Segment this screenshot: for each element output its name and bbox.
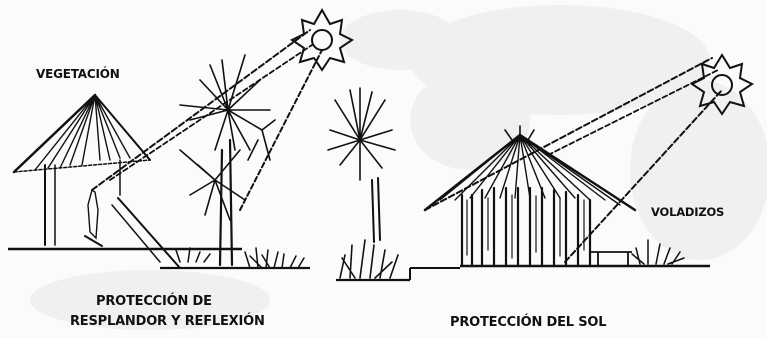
- tree-palm-left: [179, 54, 276, 267]
- label-resplandor-line1: PROTECCIÓN DE: [96, 294, 212, 309]
- sun-protection-hut: [423, 125, 637, 268]
- tree-center: [327, 87, 399, 279]
- sun-rays-left: [91, 29, 323, 269]
- label-vegetacion: VEGETACIÓN: [36, 67, 120, 81]
- shrub-left: [175, 247, 305, 269]
- background-wash: [30, 5, 767, 330]
- vegetation-hut: [12, 93, 151, 247]
- sun-rays-right: [424, 57, 723, 263]
- label-proteccion-sol: PROTECCIÓN DEL SOL: [450, 315, 607, 330]
- shrub-right: [631, 239, 685, 265]
- label-voladizos: VOLADIZOS: [651, 205, 725, 219]
- sun-icon-right: [690, 53, 754, 116]
- ground-step: [409, 267, 460, 280]
- bench-right: [590, 251, 632, 266]
- label-resplandor-line2: RESPLANDOR Y REFLEXIÓN: [70, 314, 265, 329]
- sun-icon: [290, 7, 354, 72]
